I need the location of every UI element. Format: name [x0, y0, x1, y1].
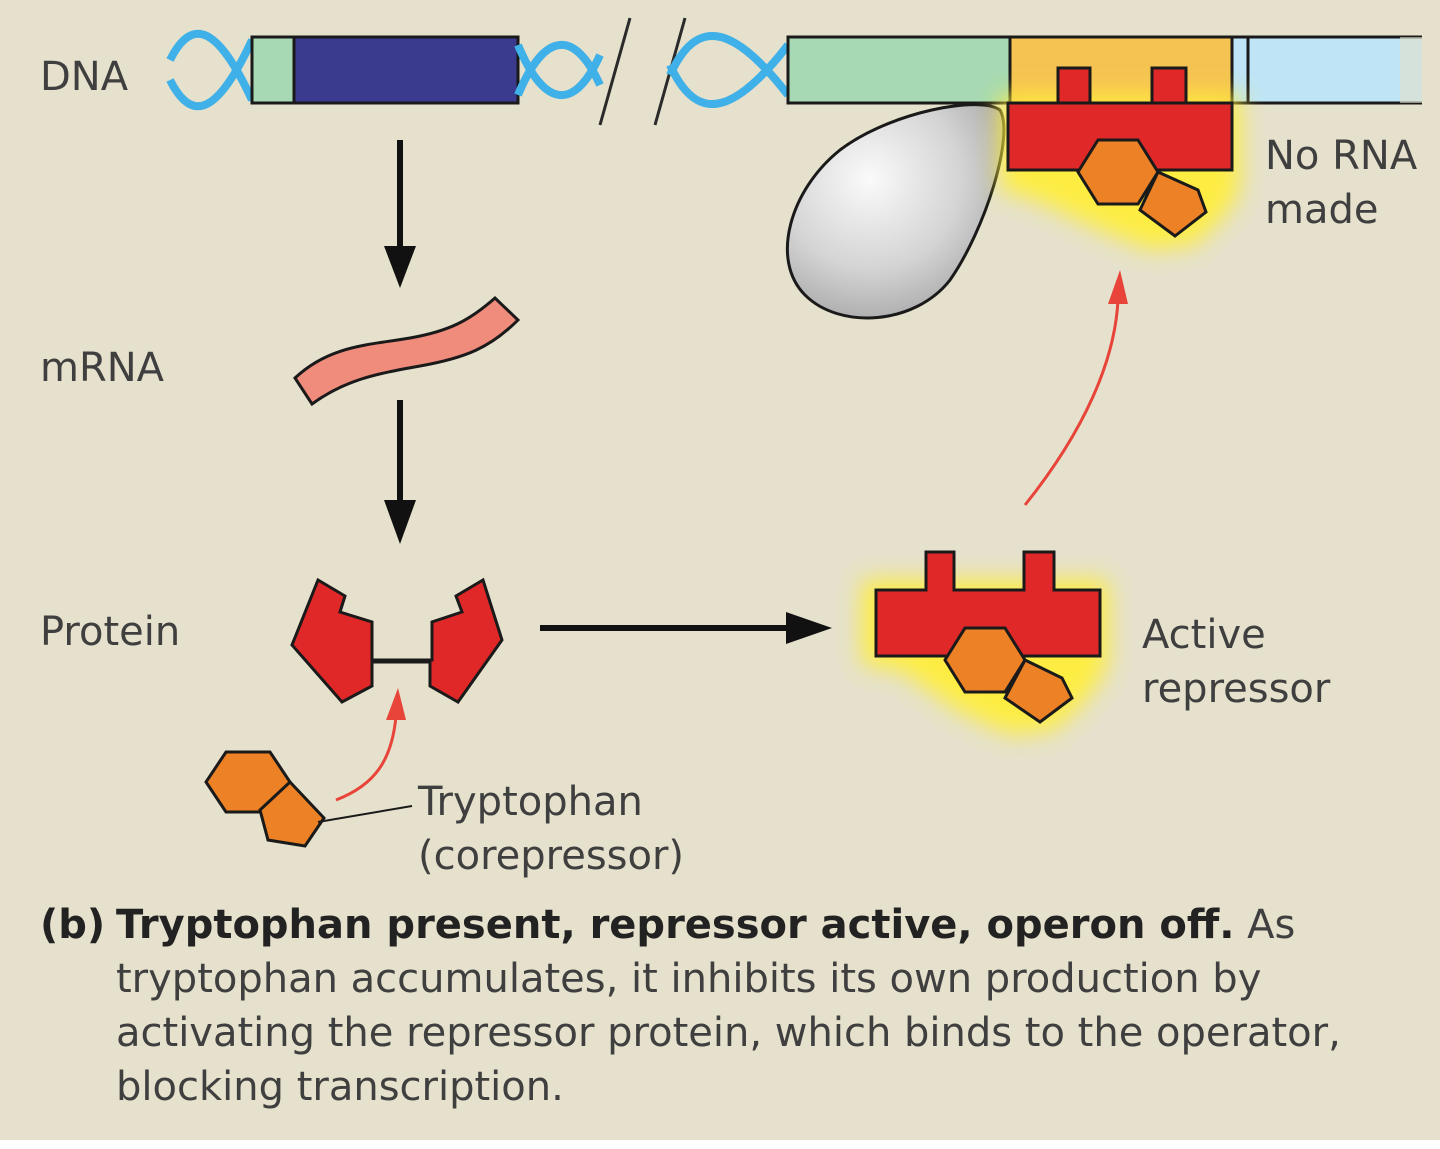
active-repressor — [874, 550, 1102, 658]
inactive-repressor-protein — [290, 577, 504, 704]
trp-operator — [1008, 35, 1234, 105]
label-no-rna-made-line2: made — [1265, 187, 1379, 233]
trp-genes — [1232, 37, 1422, 103]
dna-helix-strand — [166, 38, 256, 111]
arrow-dna-to-mrna — [384, 140, 416, 288]
tryptophan-molecule — [204, 750, 326, 848]
dna-helix-strand — [166, 29, 256, 102]
label-active-repressor-line1: Active — [1142, 612, 1266, 658]
trp-promoter — [786, 35, 1012, 105]
caption-title: Tryptophan present, repressor active, op… — [116, 902, 1235, 948]
bound-repressor-complex — [1000, 66, 1240, 250]
dna-break-mark — [598, 17, 632, 126]
dna-helix-strand — [514, 40, 604, 97]
red-arrow-tryptophan-binds — [335, 688, 406, 802]
active-repressor-complex — [862, 550, 1108, 735]
label-protein: Protein — [40, 609, 181, 655]
arrow-mrna-to-protein — [384, 400, 416, 544]
label-tryptophan-line2: (corepressor) — [418, 833, 685, 879]
trp-genes-fade — [1400, 37, 1440, 103]
tryptophan-hexagon — [943, 626, 1027, 694]
dna-left-segment — [166, 29, 604, 111]
trpR-promoter — [250, 35, 296, 105]
tryptophan-leader-line — [317, 805, 413, 823]
mrna-strand — [293, 295, 521, 407]
label-tryptophan-line1: Tryptophan — [418, 779, 643, 825]
dna-helix-strand — [666, 42, 792, 108]
arrow-to-active-repressor — [540, 612, 832, 644]
tryptophan-pentagon — [1138, 170, 1208, 238]
tryptophan-pentagon — [1003, 658, 1074, 724]
trpR-gene — [292, 35, 520, 105]
label-dna: DNA — [40, 54, 129, 100]
label-mrna: mRNA — [40, 345, 165, 391]
label-active-repressor-line2: repressor — [1142, 666, 1331, 712]
label-no-rna-made-line1: No RNA — [1265, 133, 1418, 179]
bound-repressor — [1006, 66, 1234, 172]
tryptophan-hexagon — [1076, 138, 1160, 206]
tryptophan-pentagon — [258, 779, 326, 848]
red-arrow-repressor-binds-operator — [1023, 270, 1128, 506]
rna-polymerase — [785, 103, 1006, 320]
caption-body: Tryptophan present, repressor active, op… — [116, 898, 1400, 1114]
dna-right-segment — [666, 32, 1440, 108]
caption-text: As tryptophan accumulates, it inhibits i… — [116, 902, 1341, 1110]
figure-caption: (b) Tryptophan present, repressor active… — [40, 898, 1400, 1114]
caption-tag: (b) — [40, 902, 106, 948]
